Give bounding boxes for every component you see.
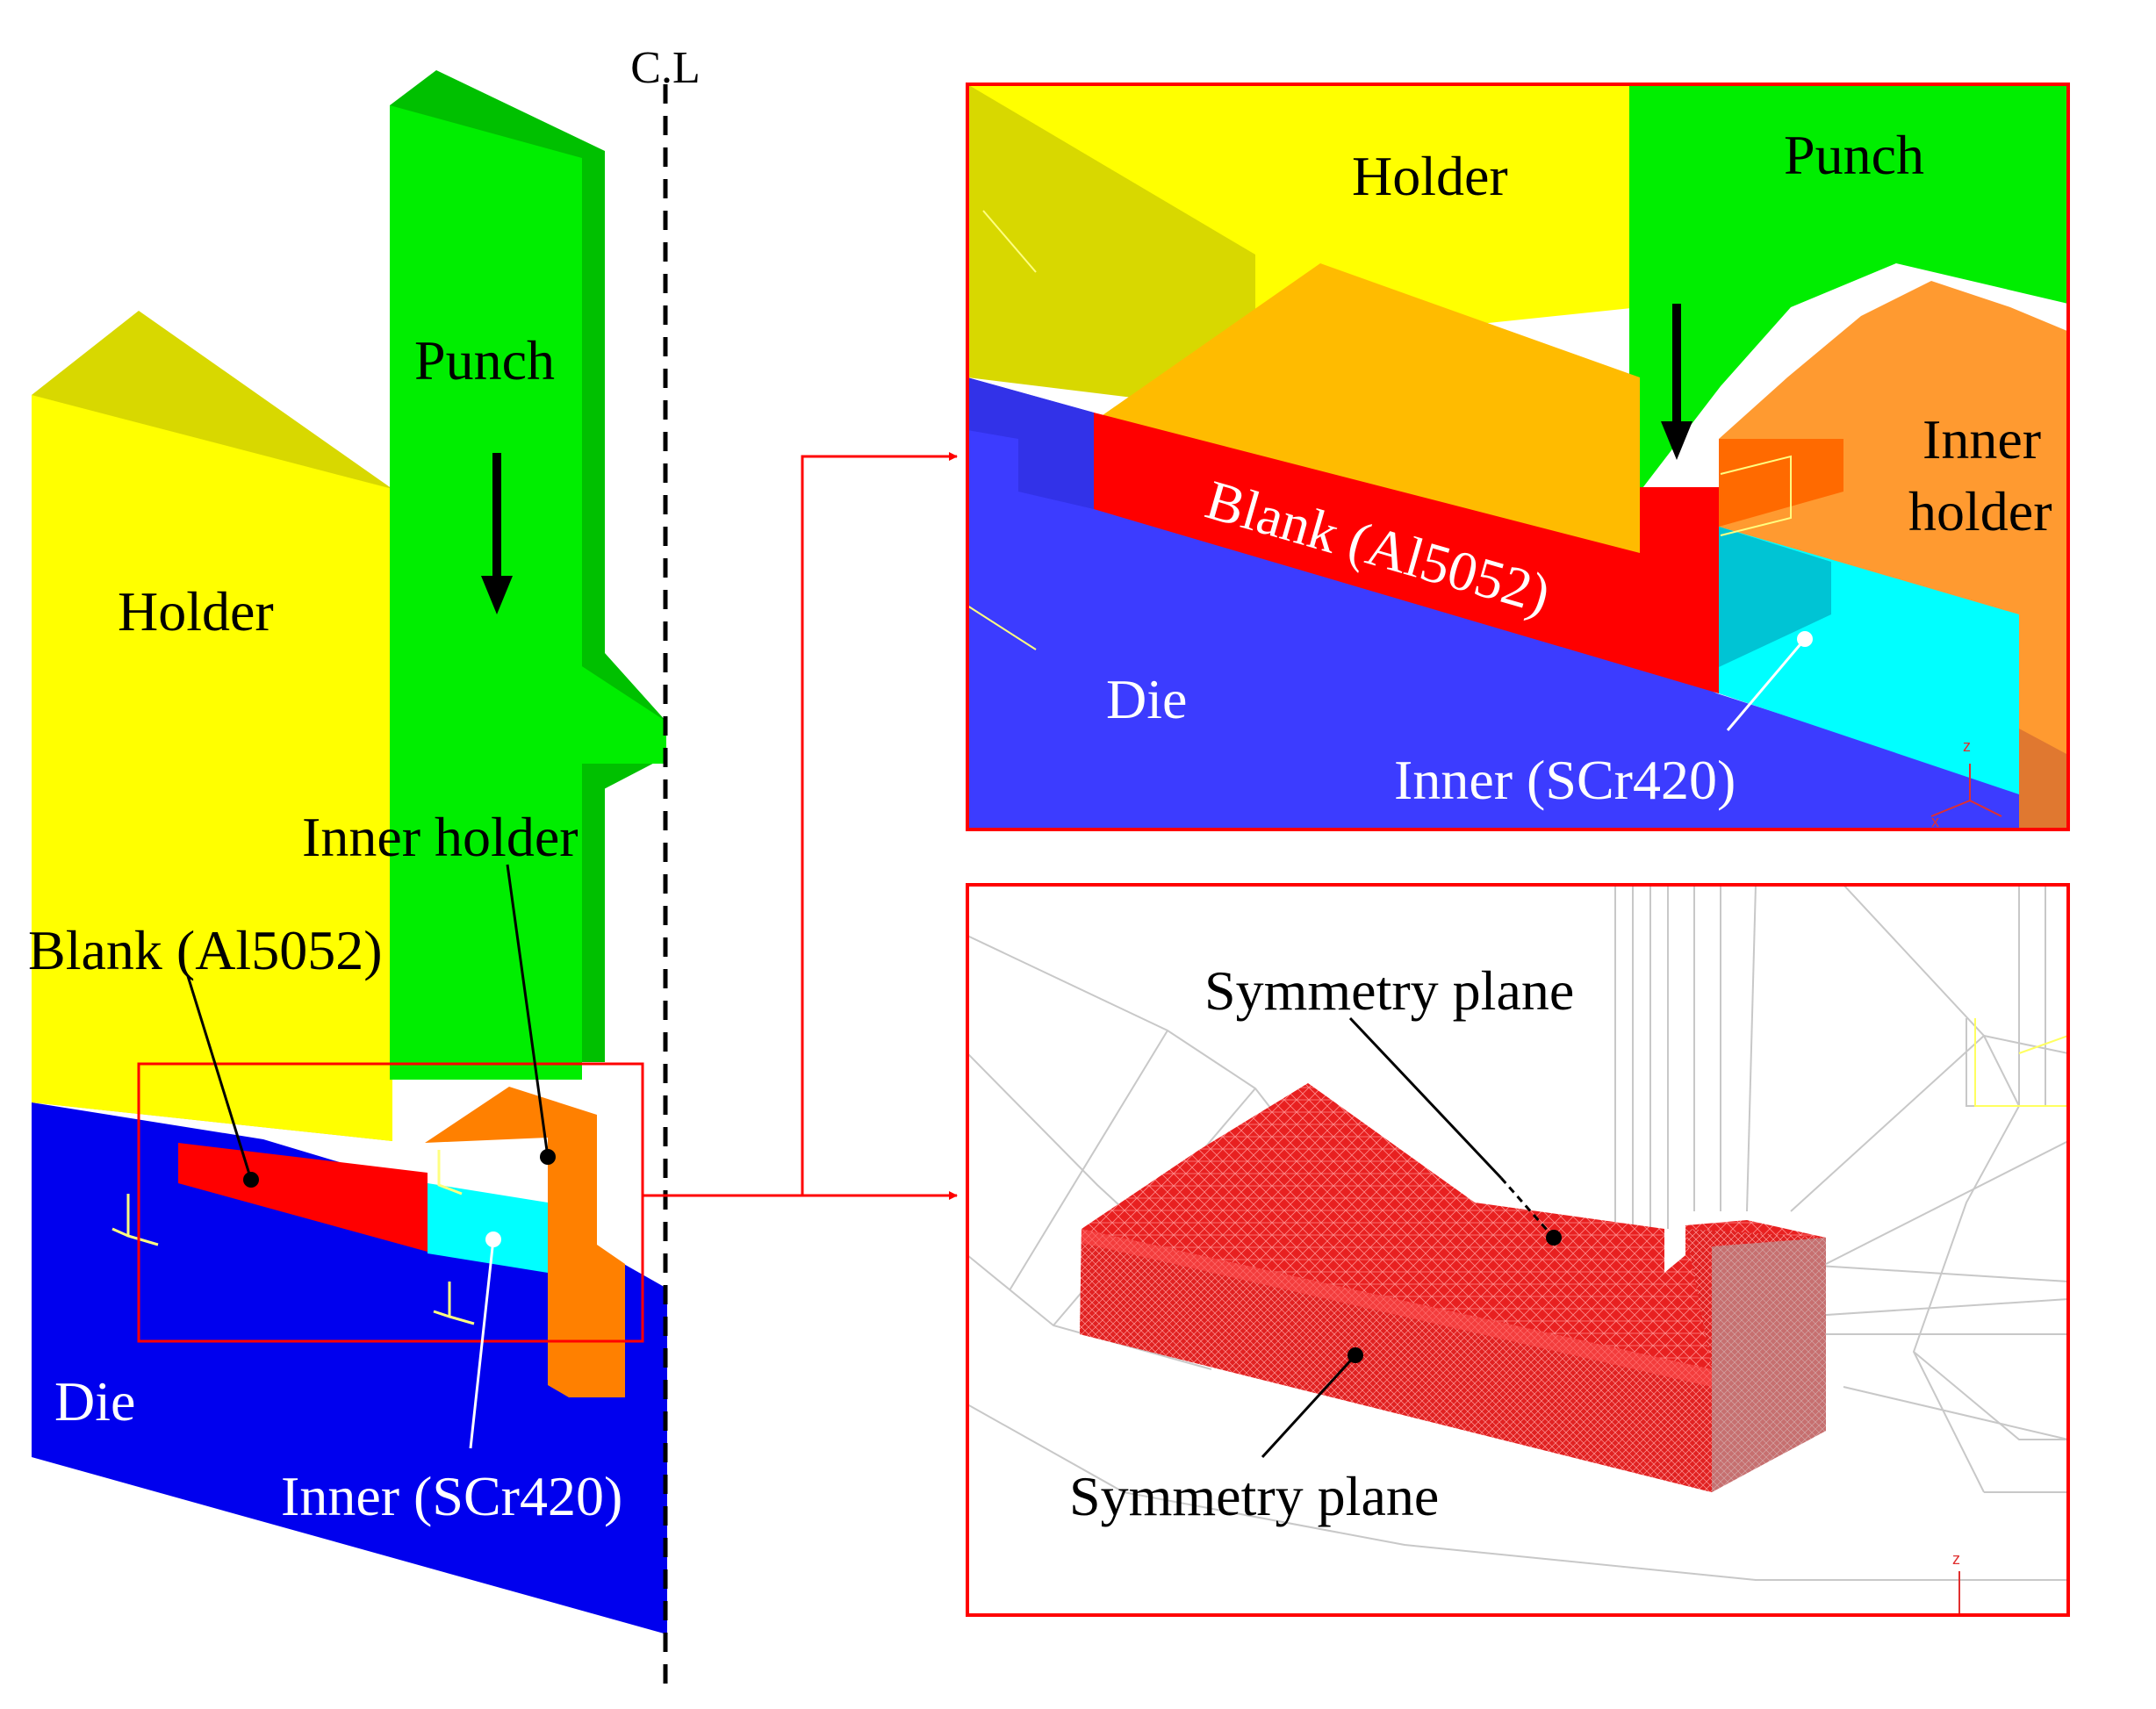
label-die: Die: [54, 1370, 135, 1433]
punch-body: [390, 70, 666, 1080]
mesh-axis-z: z: [1952, 1550, 1960, 1568]
assembly-view: C.L Punch Holder Inner holder Blank (Al5…: [28, 43, 958, 1685]
inner-body: [428, 1183, 548, 1273]
zoom-region-box: [137, 1062, 644, 1343]
label-inner: Inner (SCr420): [281, 1465, 622, 1527]
leader-lines: [186, 864, 556, 1449]
zoom-punch-arrow: [1661, 304, 1692, 460]
zoom-label-die: Die: [1106, 668, 1187, 730]
mesh-label-symmetry-top: Symmetry plane: [1204, 959, 1574, 1022]
meshed-blank: [1080, 1083, 1826, 1492]
zoom-label-inner-holder-1: Inner: [1922, 408, 2041, 470]
zoom-label-inner-holder-2: holder: [1908, 480, 2052, 542]
zoom-label-punch: Punch: [1784, 124, 1924, 186]
blank-body: [178, 1143, 428, 1252]
centerline-label: C.L: [630, 43, 700, 93]
mesh-panel: z Symmetry plane Symmetry plane: [966, 883, 2070, 1617]
zoom-label-inner: Inner (SCr420): [1394, 749, 1736, 811]
zoom-label-holder: Holder: [1352, 145, 1508, 207]
punch-motion-arrow: [481, 453, 513, 614]
inner-holder-body: [425, 1087, 625, 1397]
label-blank: Blank (Al5052): [28, 919, 383, 981]
label-punch: Punch: [414, 329, 555, 391]
mesh-label-symmetry-bottom: Symmetry plane: [1069, 1465, 1439, 1527]
zoom-axis-z: z: [1963, 737, 1971, 755]
holder-body: [32, 311, 392, 1141]
coordinate-triads: [111, 1150, 475, 1325]
label-holder: Holder: [118, 580, 274, 643]
wireframe-lines: [967, 885, 2068, 1581]
zoom-axis-x: x: [1931, 813, 1939, 830]
label-inner-holder: Inner holder: [302, 806, 579, 868]
connector-arrows: [643, 452, 958, 1200]
zoom-panel: z x Holder Punch Inner holder Blank (Al5…: [966, 83, 2070, 831]
